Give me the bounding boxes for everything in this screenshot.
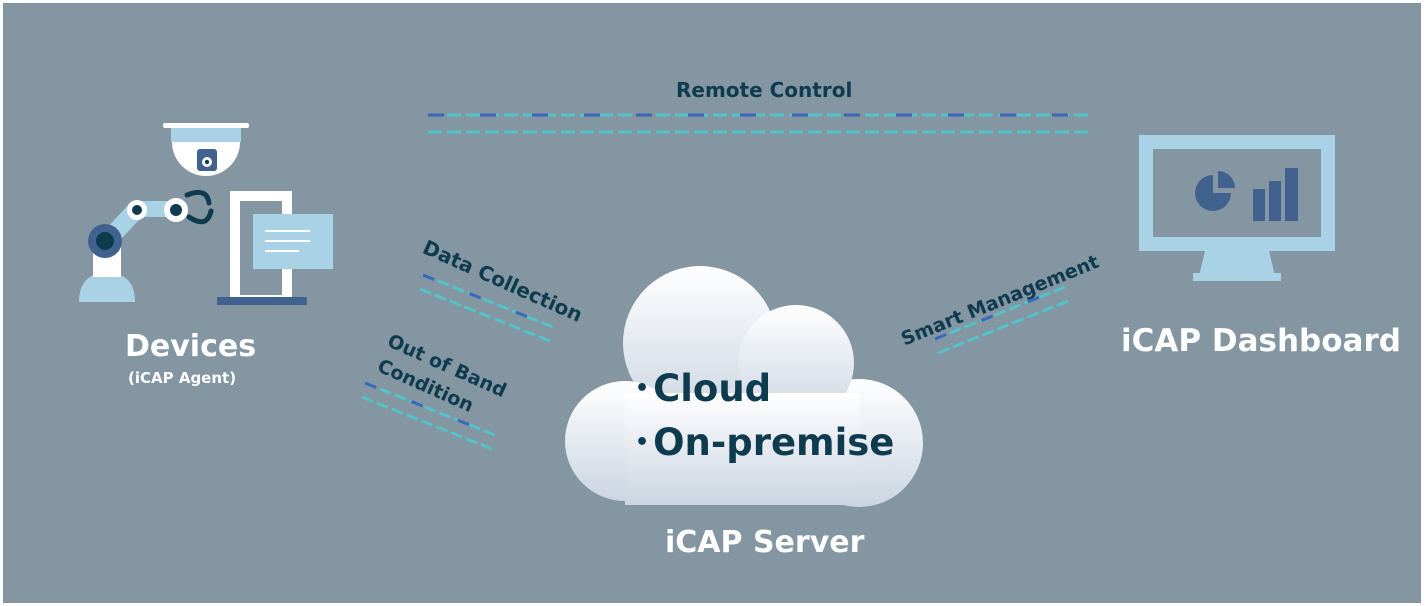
remote-control-line	[428, 113, 1089, 134]
cloud-option: •Cloud	[635, 367, 771, 410]
cloud-option-text: Cloud	[653, 367, 772, 410]
cloud-icon	[565, 266, 923, 507]
server-label: iCAP Server	[665, 525, 865, 560]
bullet: •	[635, 376, 650, 401]
bullet: •	[635, 430, 650, 455]
diagram-canvas: Remote Control Data Collection Out of Ba…	[3, 3, 1421, 603]
out-of-band-line	[361, 381, 496, 451]
remote-control-label: Remote Control	[676, 78, 853, 102]
diagram-art	[79, 113, 1335, 507]
onprem-option: •On-premise	[635, 421, 894, 464]
robot-arm-icon	[79, 189, 214, 302]
security-camera-icon	[163, 123, 249, 176]
monitor-chart-icon	[1139, 135, 1335, 281]
devices-sublabel: (iCAP Agent)	[128, 369, 237, 387]
data-collection-line	[419, 273, 554, 343]
smart-management-line	[934, 285, 1069, 355]
dashboard-label: iCAP Dashboard	[1121, 323, 1401, 359]
devices-label: Devices	[125, 329, 257, 364]
onprem-option-text: On-premise	[653, 421, 895, 464]
kiosk-display-icon	[217, 191, 333, 305]
